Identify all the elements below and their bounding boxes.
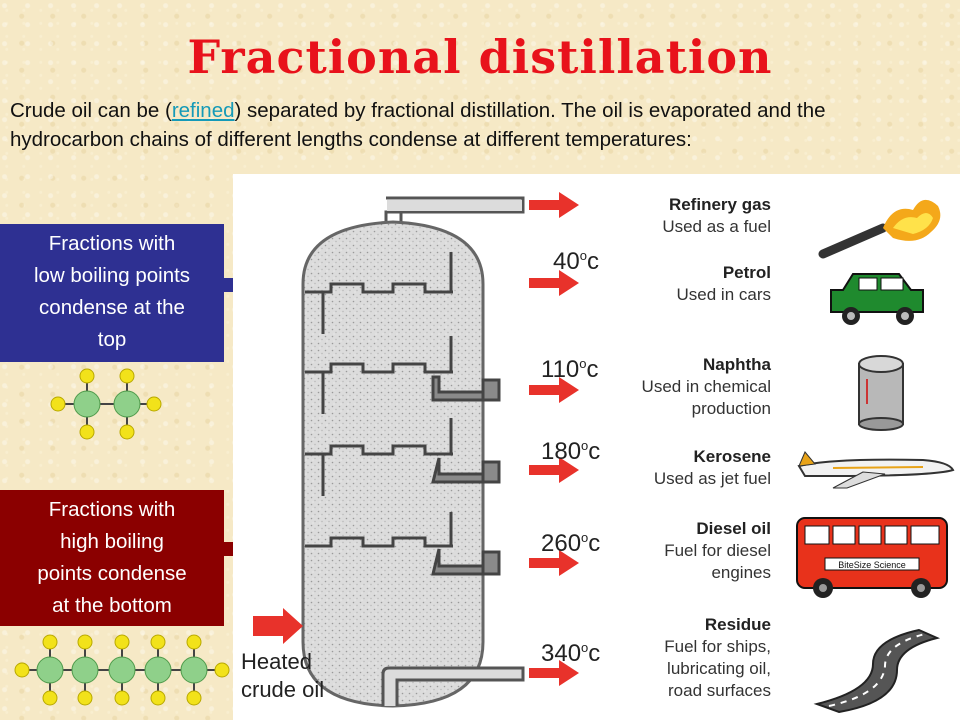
refined-link[interactable]: refined [171, 99, 235, 122]
low-boiling-callout: Fractions with low boiling points conden… [0, 224, 224, 362]
temp-value: 260 [541, 530, 582, 557]
degree-symbol: o [581, 438, 589, 453]
fraction-use: Used in chemical [641, 377, 771, 396]
temp-unit: c [586, 356, 599, 383]
fraction-naphtha: Naphtha Used in chemical production [603, 354, 771, 420]
flame-icon [818, 199, 941, 259]
crude-oil-label-line: crude oil [241, 677, 325, 702]
column-drawing: BiteSize Science [253, 192, 955, 714]
short-chain-molecule-icon [50, 368, 162, 440]
degree-symbol: o [579, 248, 587, 263]
crude-oil-label: Heated crude oil [241, 648, 324, 704]
temp-label-petrol: 40oc [553, 248, 599, 276]
fraction-use: road surfaces [668, 681, 771, 700]
temp-label-residue: 340oc [541, 640, 600, 668]
road-icon [813, 628, 941, 714]
fraction-kerosene: Kerosene Used as jet fuel [613, 446, 771, 490]
callout-line: Fractions with [48, 232, 176, 255]
intro-paragraph: Crude oil can be (refined) separated by … [10, 96, 910, 154]
refinery-gas-arrow [529, 192, 579, 218]
temp-unit: c [586, 248, 599, 275]
temp-unit: c [588, 640, 601, 667]
callout-line: high boiling [60, 530, 164, 553]
fraction-use: production [691, 399, 771, 418]
fraction-name: Diesel oil [696, 519, 771, 538]
fraction-name: Petrol [722, 263, 771, 282]
residue-pipe [381, 666, 525, 706]
fraction-name: Residue [704, 615, 771, 634]
degree-symbol: o [581, 530, 589, 545]
crude-oil-inlet-arrow [253, 608, 303, 644]
outlet-stubs [481, 378, 501, 576]
fraction-use: Used as jet fuel [653, 469, 771, 488]
high-boiling-callout: Fractions with high boiling points conde… [0, 490, 224, 626]
fraction-use: engines [711, 563, 771, 582]
fraction-name: Refinery gas [668, 195, 771, 214]
temp-unit: c [588, 530, 601, 557]
column-trays [305, 252, 453, 548]
fraction-name: Naphtha [703, 355, 771, 374]
callout-line: top [97, 328, 127, 351]
fraction-name: Kerosene [693, 447, 771, 466]
intro-text-start: Crude oil can be ( [10, 99, 172, 122]
temp-value: 110 [541, 356, 580, 383]
fraction-diesel: Diesel oil Fuel for diesel engines [613, 518, 771, 584]
residue-arrow [529, 660, 579, 686]
distillation-diagram: BiteSize Science 40oc 110oc 180oc 260oc … [233, 174, 960, 720]
temp-value: 40 [553, 248, 580, 275]
temp-label-naphtha: 110oc [541, 356, 599, 384]
fraction-petrol: Petrol Used in cars [613, 262, 771, 306]
petrol-arrow [529, 270, 579, 296]
fraction-use: Fuel for diesel [664, 541, 771, 560]
fraction-residue: Residue Fuel for ships, lubricating oil,… [613, 614, 771, 702]
temp-unit: c [588, 438, 601, 465]
callout-line: at the bottom [52, 594, 172, 617]
drum-icon [858, 355, 904, 431]
kerosene-arrow [529, 457, 579, 483]
temp-label-diesel: 260oc [541, 530, 600, 558]
bus-sign-text: BiteSize Science [838, 560, 906, 570]
temp-value: 180 [541, 438, 582, 465]
temp-value: 340 [541, 640, 582, 667]
fractionating-column [301, 220, 485, 708]
diesel-arrow [529, 550, 579, 576]
intro-text-end: ) separated by fractional distillation. … [10, 99, 826, 151]
long-chain-molecule-icon [14, 634, 230, 706]
outlet-arrows [529, 192, 579, 686]
fraction-use: Fuel for ships, [664, 637, 771, 656]
crude-oil-label-line: Heated [241, 649, 312, 674]
temp-label-kerosene: 180oc [541, 438, 600, 466]
degree-symbol: o [581, 640, 589, 655]
fraction-refinery-gas: Refinery gas Used as a fuel [613, 194, 771, 238]
callout-line: points condense [37, 562, 187, 585]
plane-icon [797, 451, 955, 489]
degree-symbol: o [579, 356, 587, 371]
bus-icon: BiteSize Science [796, 517, 948, 598]
page-title: Fractional distillation [187, 30, 773, 84]
callout-line: Fractions with [48, 498, 176, 521]
callout-line: low boiling points [33, 264, 191, 287]
callout-line: condense at the [39, 296, 185, 319]
fraction-use: lubricating oil, [667, 659, 771, 678]
naphtha-arrow [529, 377, 579, 403]
fraction-use: Used as a fuel [662, 217, 771, 236]
fraction-use: Used in cars [676, 285, 771, 304]
car-icon [830, 273, 924, 325]
